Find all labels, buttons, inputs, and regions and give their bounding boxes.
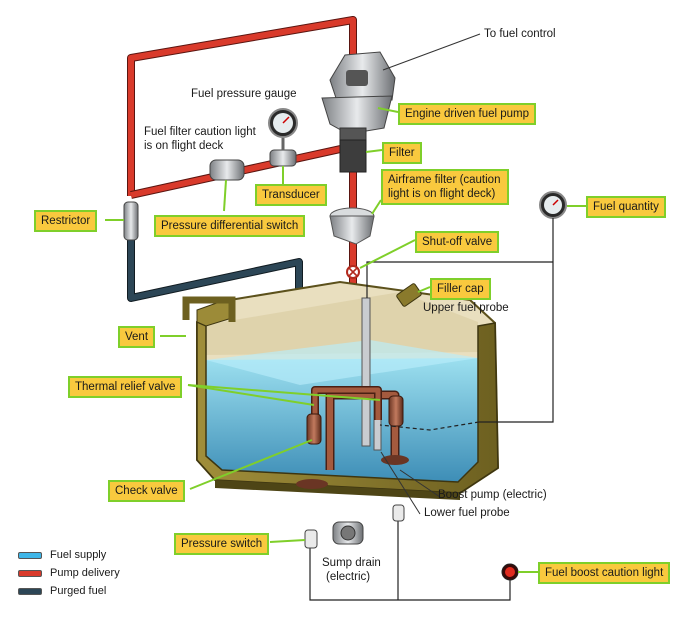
callout-engine-driven-fuel-pump-text: Engine driven fuel pump xyxy=(405,108,530,120)
leader-lines xyxy=(105,107,586,573)
filter xyxy=(339,139,367,173)
engine-driven-fuel-pump xyxy=(321,51,396,151)
label-fuel-pressure-gauge: Fuel pressure gauge xyxy=(191,88,297,100)
callout-engine-driven-fuel-pump: Engine driven fuel pump xyxy=(398,103,537,125)
transducer xyxy=(269,138,297,167)
label-boost-pump: Boost pump (electric) xyxy=(438,489,547,501)
callout-vent-text: Vent xyxy=(125,331,149,343)
pressure-switch xyxy=(304,529,318,549)
airframe-filter xyxy=(329,207,375,245)
vent-pipe xyxy=(182,296,236,322)
callout-check-valve-text: Check valve xyxy=(115,485,178,497)
legend-label: Purged fuel xyxy=(50,585,107,597)
label-upper-fuel-probe: Upper fuel probe xyxy=(423,302,509,314)
callout-thermal-relief-valve-text: Thermal relief valve xyxy=(75,381,176,393)
callout-transducer: Transducer xyxy=(255,184,327,206)
restrictor xyxy=(123,201,139,241)
fuel-tank xyxy=(196,280,500,500)
thin-leaders xyxy=(380,33,481,515)
callout-filler-cap-text: Filler cap xyxy=(437,283,484,295)
label-lower-fuel-probe: Lower fuel probe xyxy=(424,507,510,519)
pressure-differential-switch xyxy=(209,159,245,181)
callout-filler-cap: Filler cap xyxy=(430,278,491,300)
callout-restrictor: Restrictor xyxy=(34,210,98,232)
fuel-quantity-gauge xyxy=(539,191,567,219)
callout-vent: Vent xyxy=(118,326,156,348)
sump-drain xyxy=(332,521,364,545)
callout-fuel-boost-caution-light-text: Fuel boost caution light xyxy=(545,567,664,579)
callout-thermal-relief-valve: Thermal relief valve xyxy=(68,376,183,398)
filler-cap xyxy=(396,283,422,307)
callout-filter: Filter xyxy=(382,142,422,164)
label-sump-drain-line2: (electric) xyxy=(326,571,371,583)
label-fuel-filter-caution-line1: Fuel filter caution light xyxy=(144,126,256,138)
legend-item-pump-delivery: Pump delivery xyxy=(18,567,120,579)
legend-label: Pump delivery xyxy=(50,567,120,579)
sensor-wiring xyxy=(309,218,554,601)
callout-pressure-differential-switch-text: Pressure differential switch xyxy=(161,220,299,232)
legend-swatch-fuel-supply xyxy=(18,551,42,559)
callout-shutoff-valve-text: Shut-off valve xyxy=(422,236,493,248)
label-to-fuel-control: To fuel control xyxy=(484,28,556,40)
callout-check-valve: Check valve xyxy=(108,480,185,502)
label-fuel-filter-caution-line2: is on flight deck xyxy=(144,140,224,152)
legend-item-purged-fuel: Purged fuel xyxy=(18,585,106,597)
callout-fuel-quantity: Fuel quantity xyxy=(586,196,666,218)
fuel-pressure-gauge xyxy=(268,108,298,138)
boost-pump-connector xyxy=(392,504,405,522)
legend-swatch-purged-fuel xyxy=(18,587,42,595)
callout-pressure-differential-switch: Pressure differential switch xyxy=(154,215,306,237)
callout-fuel-boost-caution-light: Fuel boost caution light xyxy=(538,562,671,584)
fuel-boost-caution-light xyxy=(501,563,519,581)
callout-restrictor-text: Restrictor xyxy=(41,215,91,227)
callout-airframe-filter-text: Airframe filter (caution light is on fli… xyxy=(388,174,501,200)
upper-fuel-probe xyxy=(361,297,371,447)
callout-transducer-text: Transducer xyxy=(262,189,320,201)
callout-filter-text: Filter xyxy=(389,147,415,159)
legend-label: Fuel supply xyxy=(50,549,107,561)
label-sump-drain-line1: Sump drain xyxy=(322,557,381,569)
shutoff-valve xyxy=(346,265,360,279)
callout-pressure-switch: Pressure switch xyxy=(174,533,270,555)
callout-pressure-switch-text: Pressure switch xyxy=(181,538,263,550)
callout-fuel-quantity-text: Fuel quantity xyxy=(593,201,659,213)
legend-swatch-pump-delivery xyxy=(18,569,42,577)
boost-pump-assembly xyxy=(296,386,409,489)
legend-item-fuel-supply: Fuel supply xyxy=(18,549,106,561)
callout-airframe-filter: Airframe filter (caution light is on fli… xyxy=(381,169,509,205)
callout-shutoff-valve: Shut-off valve xyxy=(415,231,500,253)
